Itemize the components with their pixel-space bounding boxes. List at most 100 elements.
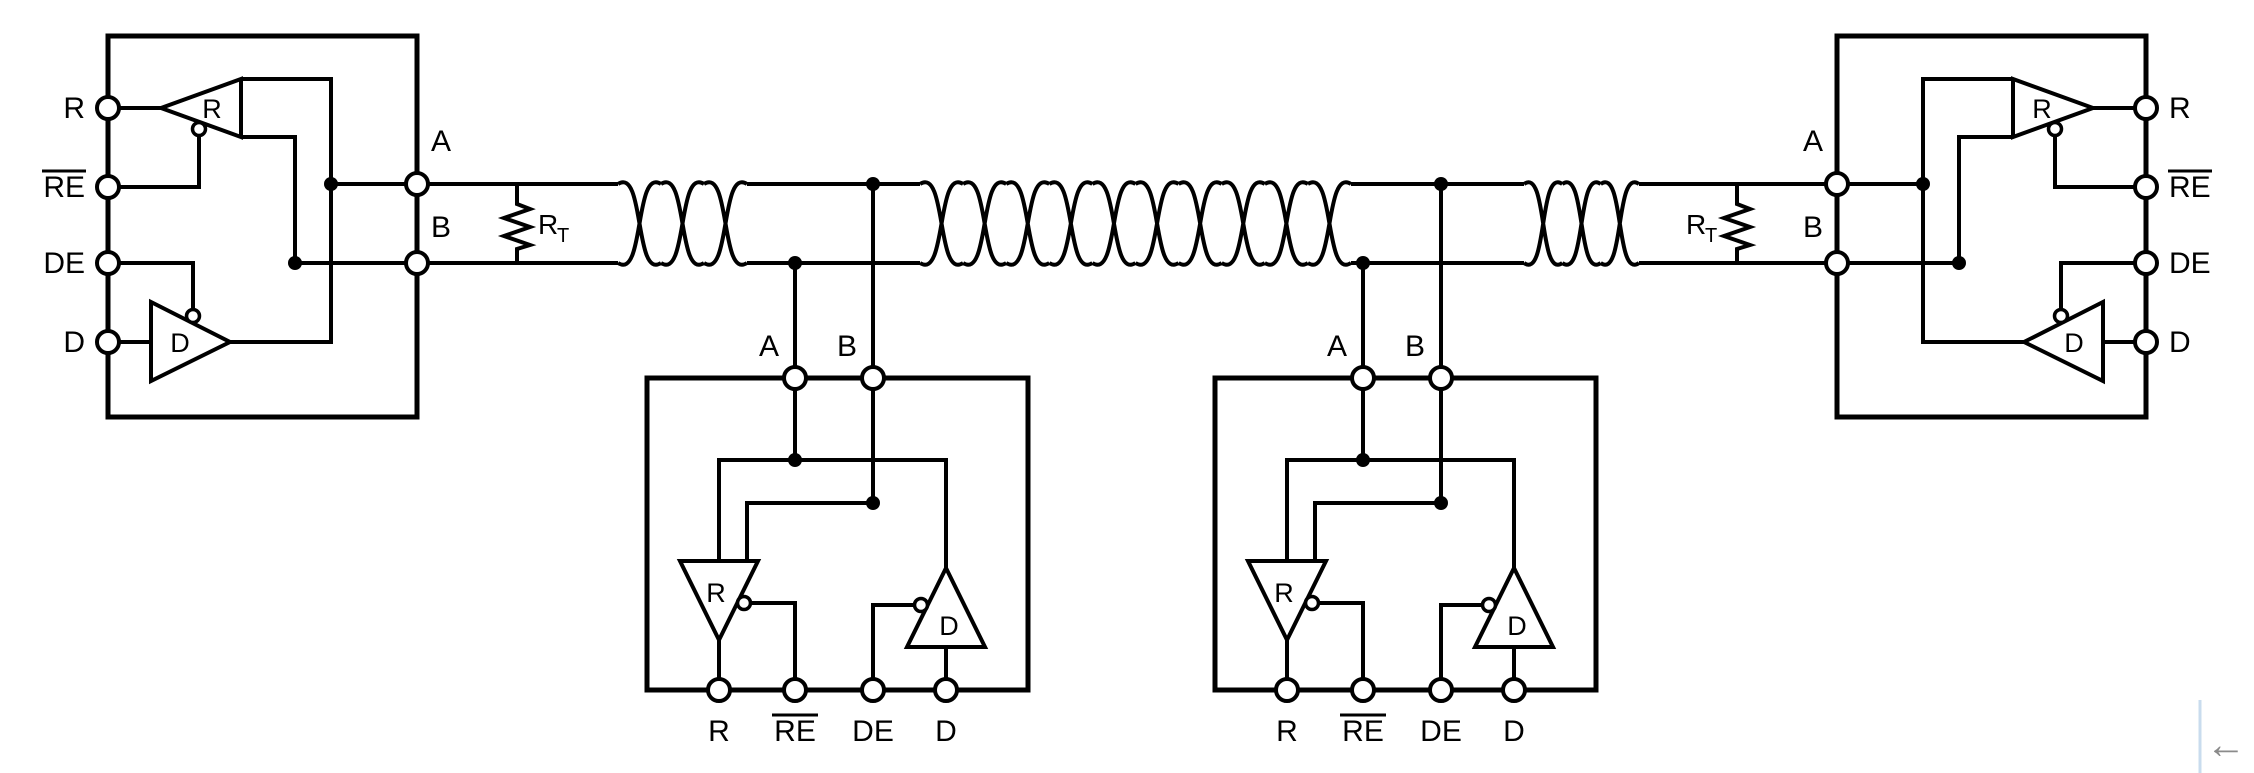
transceiver-stub-2: R D A B R RE DE D [1212, 177, 1599, 748]
pin-de [860, 677, 886, 703]
pin-a [404, 171, 430, 197]
pin-label-re: RE [2169, 171, 2211, 204]
junction-dot [1952, 256, 1966, 270]
wire-bus-b-internal [241, 135, 297, 263]
pin-label-r: R [2169, 92, 2191, 125]
receiver-enable-bubble [2046, 120, 2064, 138]
pin-re [1350, 677, 1376, 703]
pin-de [2133, 250, 2159, 276]
stub-risers [793, 184, 875, 367]
transceiver-right: R D R RE DE D A B [1803, 33, 2212, 420]
receiver-enable-bubble [190, 120, 208, 138]
wire-de [1439, 603, 1482, 679]
junction-dot [324, 177, 338, 191]
pin-r [2133, 95, 2159, 121]
internal-wires [717, 389, 948, 679]
pin-r [706, 677, 732, 703]
pins [1824, 95, 2159, 355]
stub-risers [1361, 184, 1443, 367]
resistor-rt-right [1717, 184, 1757, 263]
line-label-b: B [837, 330, 857, 363]
wire-bus-a-internal [1921, 77, 2024, 344]
line-label-a: A [1803, 125, 1823, 158]
junction-dot [1356, 256, 1370, 270]
bus-lines [428, 180, 1826, 267]
rt-right-label: R [1686, 209, 1706, 240]
pin-d [933, 677, 959, 703]
junction-dot [866, 496, 880, 510]
pin-label-r: R [63, 92, 85, 125]
driver-enable-bubble [184, 307, 202, 325]
wire-h1 [717, 458, 948, 568]
driver-enable-bubble [1480, 596, 1498, 614]
pin-de [95, 250, 121, 276]
line-label-a: A [431, 125, 451, 158]
wire-h2 [1313, 501, 1441, 561]
resistor-rt-left [497, 184, 537, 263]
wire-re [119, 136, 201, 189]
pin-r [1274, 677, 1300, 703]
wire-bus-b-internal [1957, 135, 2013, 263]
back-arrow-icon[interactable]: ← [2206, 723, 2246, 767]
wire-h2 [745, 501, 873, 561]
receiver-enable-bubble [735, 594, 753, 612]
pin-label-d: D [935, 715, 957, 748]
viewer-ui: ← [2198, 700, 2246, 773]
pin-d [1501, 677, 1527, 703]
receiver-gate-label: R [706, 578, 726, 608]
internal-wires [1285, 389, 1516, 679]
pin-b [1428, 365, 1454, 391]
receiver-gate-label: R [1274, 578, 1294, 608]
pin-re [95, 174, 121, 200]
internal-wires [1848, 77, 2135, 344]
pin-a [1350, 365, 1376, 391]
junction-dot [1356, 453, 1370, 467]
junction-dot [1434, 177, 1448, 191]
pin-label-d: D [1503, 715, 1525, 748]
receiver-gate-label: R [2032, 94, 2052, 124]
pin-d [2133, 329, 2159, 355]
line-label-b: B [1803, 211, 1823, 244]
wire-h1 [1285, 458, 1516, 568]
pin-label-de: DE [852, 715, 894, 748]
termination-right: R T [1686, 184, 1757, 263]
pin-label-d: D [2169, 326, 2191, 359]
pin-re [2133, 174, 2159, 200]
rt-left-label: R [538, 209, 558, 240]
driver-gate-label: D [2064, 328, 2084, 358]
line-label-b: B [431, 211, 451, 244]
pin-r [95, 95, 121, 121]
line-label-a: A [1327, 330, 1347, 363]
driver-gate-label: D [1507, 611, 1527, 641]
pin-label-re: RE [43, 171, 85, 204]
pin-b [404, 250, 430, 276]
pin-label-de: DE [43, 247, 85, 280]
driver-gate-label: D [939, 611, 959, 641]
pins [706, 365, 959, 703]
wire-de [119, 261, 195, 310]
junction-dot [788, 256, 802, 270]
termination-left: R T [497, 184, 569, 263]
pin-d [95, 329, 121, 355]
pin-b [1824, 250, 1850, 276]
junction-dot [1916, 177, 1930, 191]
line-label-b: B [1405, 330, 1425, 363]
line-label-a: A [759, 330, 779, 363]
wire-de [871, 603, 914, 679]
pin-label-r: R [1276, 715, 1298, 748]
driver-gate-label: D [170, 328, 190, 358]
pin-label-de: DE [1420, 715, 1462, 748]
internal-wires [119, 77, 406, 344]
pin-label-de: DE [2169, 247, 2211, 280]
driver-enable-bubble [2052, 307, 2070, 325]
transceiver-left: R D R RE DE D A B [42, 33, 451, 420]
wire-re [751, 601, 797, 679]
pin-de [1428, 677, 1454, 703]
pins [1274, 365, 1527, 703]
junction-dot [288, 256, 302, 270]
wire-bus-a-internal [230, 77, 333, 344]
pin-a [782, 365, 808, 391]
wire-de [2059, 261, 2135, 310]
junction-dot [1434, 496, 1448, 510]
